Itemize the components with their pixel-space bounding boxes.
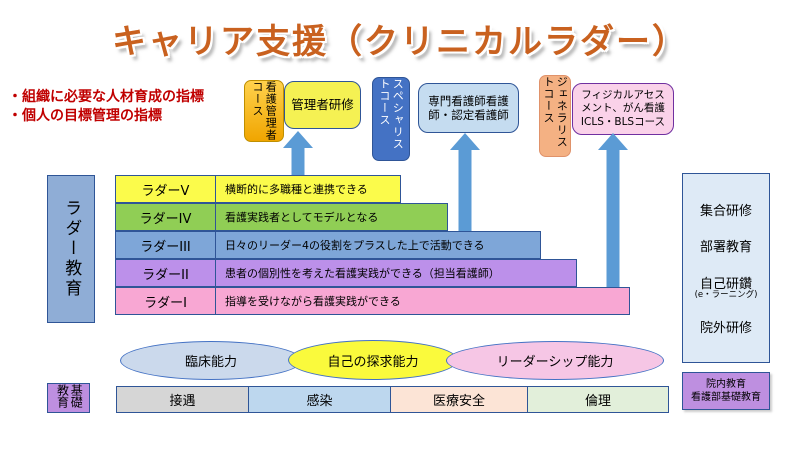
ladder-level-desc: 日々のリーダー4の役割をプラスした上で活動できる [225, 239, 485, 252]
training-item: 自己研鑽 [699, 276, 752, 292]
tab-generalist-course: ジェネラリストコース [539, 75, 571, 157]
training-item-group: 自己研鑽 (e・ラーニング) [695, 273, 758, 300]
segment-label: 感染 [306, 394, 333, 409]
box-line-3: ICLS・BLSコース [580, 115, 666, 128]
page-title: キャリア支援（クリニカルラダー） [112, 22, 688, 62]
training-item: 院外研修 [699, 321, 752, 337]
segment-reception: 接遇 [117, 387, 249, 412]
note-line-2: 看護部基礎教育 [691, 392, 761, 403]
tab-label: スペシャリストコース [378, 78, 405, 150]
ladder-level-label: ラダーI [116, 288, 216, 314]
box-manager-training: 管理者研修 [284, 81, 361, 129]
training-item: 部署教育 [699, 240, 752, 256]
arrow-up-manager-icon [283, 131, 313, 175]
tab-label: ジェネラリストコース [542, 76, 569, 148]
note-line-1: 院内教育 [706, 379, 746, 390]
tab-specialist-course: スペシャリストコース [372, 77, 410, 161]
box-line-1: 専門看護師看護 [428, 93, 509, 108]
ladder-education-text: ラダー教育 [61, 199, 82, 299]
basic-education-text: 基礎教育 [55, 384, 84, 408]
oval-leadership-ability: リーダーシップ能力 [446, 341, 664, 380]
tab-nursing-manager-course: 看護管理者コース [244, 80, 284, 142]
note-line-2: ・個人の目標管理の指標 [8, 107, 162, 124]
segment-label: 倫理 [584, 394, 611, 409]
ladder-level-desc: 横断的に多職種と連携できる [225, 183, 368, 196]
box-line-2: メント、がん看護 [581, 102, 665, 115]
segment-ethics: 倫理 [528, 387, 668, 412]
box-certified-nurse: 専門看護師看護 師・認定看護師 [418, 83, 519, 133]
note-line-1: ・組織に必要な人材育成の指標 [8, 89, 204, 105]
ladder-level-label: ラダーII [116, 260, 216, 286]
ladder-level-label: ラダーIII [116, 232, 216, 258]
ladder-level-desc: 患者の個別性を考えた看護実践ができる（担当看護師） [225, 267, 500, 280]
ladder-row-i: ラダーI 指導を受けながら看護実践ができる [115, 287, 630, 315]
box-label: 管理者研修 [291, 97, 354, 113]
box-physical-assessment: フィジカルアセス メント、がん看護 ICLS・BLSコース [572, 83, 674, 135]
segment-label: 接遇 [169, 394, 196, 409]
segment-medical-safety: 医療安全 [391, 387, 528, 412]
ladder-row-ii: ラダーII 患者の個別性を考えた看護実践ができる（担当看護師） [115, 259, 577, 287]
in-hospital-education-box: 院内教育 看護部基礎教育 [682, 372, 770, 410]
oval-label: 自己の探求能力 [327, 354, 419, 370]
oval-clinical-ability: 臨床能力 [120, 341, 302, 380]
ladder-level-desc: 指導を受けながら看護実践ができる [225, 295, 401, 308]
ladder-level-desc: 看護実践者としてモデルとなる [225, 211, 379, 224]
ladder-row-iv: ラダーIV 看護実践者としてモデルとなる [115, 203, 448, 231]
arrow-up-specialist-icon [450, 133, 480, 231]
box-line-1: フィジカルアセス [581, 89, 665, 102]
ladder-row-iii: ラダーIII 日々のリーダー4の役割をプラスした上で活動できる [115, 231, 541, 259]
training-methods-box: 集合研修 部署教育 自己研鑽 (e・ラーニング) 院外研修 [682, 173, 770, 363]
basic-education-bar: 接遇 感染 医療安全 倫理 [116, 386, 669, 413]
tab-label: 看護管理者コース [251, 81, 278, 141]
box-line-2: 師・認定看護師 [428, 108, 509, 122]
ladder-level-label: ラダーV [116, 176, 216, 202]
ladder-row-v: ラダーV 横断的に多職種と連携できる [115, 175, 401, 203]
segment-infection: 感染 [249, 387, 391, 412]
oval-label: リーダーシップ能力 [496, 355, 614, 370]
training-item: 集合研修 [699, 203, 752, 219]
arrow-up-generalist-icon [598, 133, 628, 287]
ladder-education-label: ラダー教育 [47, 175, 95, 323]
segment-label: 医療安全 [432, 394, 485, 409]
indicator-notes: ・組織に必要な人材育成の指標 ・個人の目標管理の指標 [8, 88, 204, 126]
oval-self-exploration-ability: 自己の探求能力 [288, 340, 458, 380]
oval-label: 臨床能力 [184, 355, 237, 370]
basic-education-label: 基礎教育 [47, 383, 90, 413]
training-item-sub: (e・ラーニング) [694, 289, 758, 300]
ladder-level-label: ラダーIV [116, 204, 216, 230]
